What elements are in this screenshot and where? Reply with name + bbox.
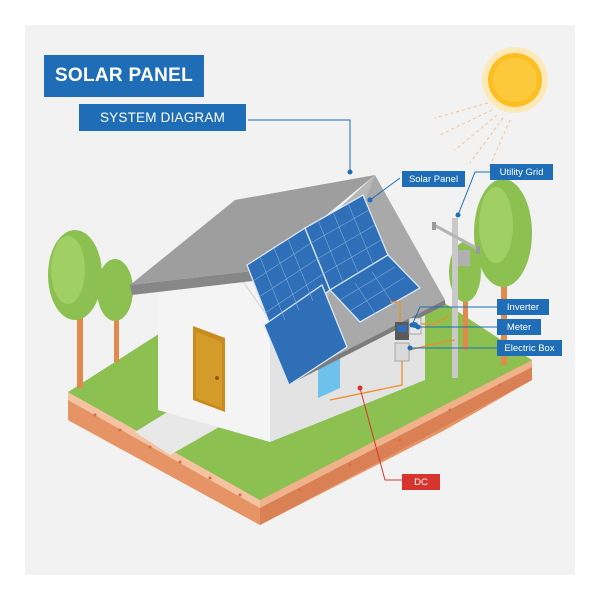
label-dc: DC <box>402 474 440 490</box>
solar-panel <box>328 254 422 323</box>
utility-pole <box>432 218 481 378</box>
tree-left-large <box>48 230 102 388</box>
label-solar-panel: Solar Panel <box>402 171 465 187</box>
door <box>193 326 225 412</box>
label-meter: Meter <box>497 319 541 335</box>
diagram-subtitle: SYSTEM DIAGRAM <box>79 104 246 131</box>
inverter-unit <box>395 322 409 340</box>
label-utility-grid: Utility Grid <box>490 164 553 180</box>
solar-panel <box>263 284 348 386</box>
diagram-title: SOLAR PANEL <box>44 55 204 97</box>
solar-panel-array <box>246 194 422 386</box>
sun-rays <box>434 102 511 171</box>
label-inverter: Inverter <box>497 299 549 315</box>
tree-left-small <box>97 259 133 362</box>
dc-callout-line <box>357 385 402 481</box>
electric-box-unit <box>394 342 410 362</box>
label-electric-box: Electric Box <box>497 340 562 356</box>
callout-lines <box>248 119 497 351</box>
sun-icon <box>482 47 548 113</box>
tree-right <box>474 179 532 365</box>
